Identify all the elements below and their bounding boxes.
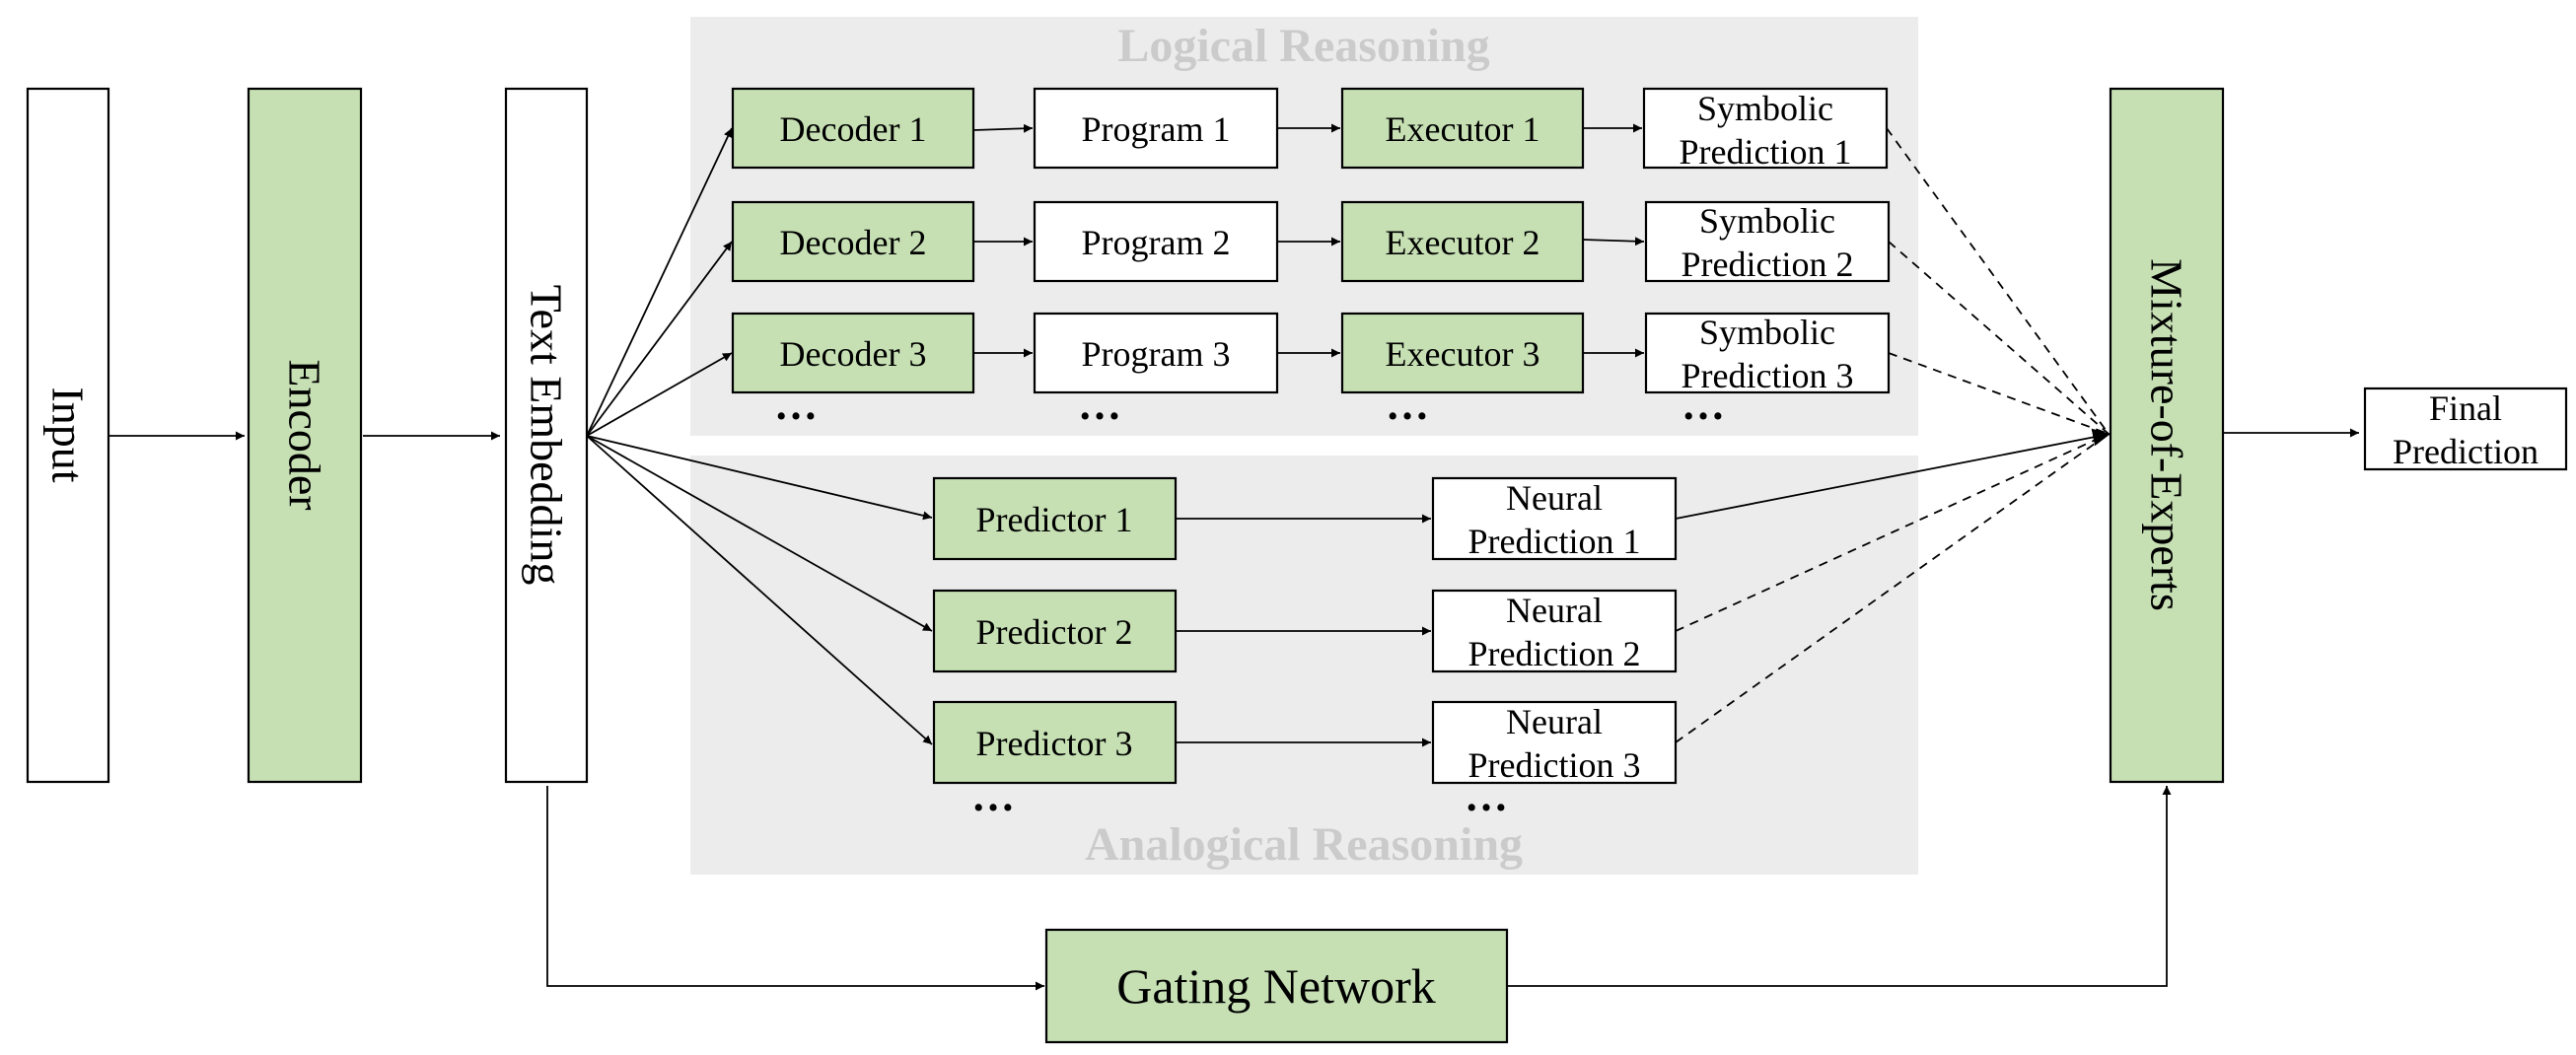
program-1-label: Program 1	[1082, 109, 1231, 149]
edge-executor-symbolic-2	[1582, 237, 1645, 246]
edge-symbolic-3-moe	[1888, 352, 2110, 435]
neural-prediction-1-box	[1431, 476, 1678, 561]
symbolic-prediction-3-box	[1644, 312, 1891, 394]
symbolic-prediction-2-line-2: Prediction 2	[1682, 245, 1854, 284]
gating-network-label: Gating Network	[1116, 958, 1436, 1014]
symbolic-prediction-1-box	[1642, 87, 1889, 170]
symbolic-prediction-1-line-2: Prediction 1	[1680, 132, 1852, 172]
decoder-3-box	[731, 312, 975, 394]
edge-embedding-gating	[546, 786, 1044, 991]
edge-embedding-decoder-2	[586, 241, 733, 437]
encoder-label: Encoder	[280, 359, 330, 510]
mixture-of-experts-box	[2109, 87, 2225, 784]
executor-1-box	[1340, 87, 1585, 170]
mixture-of-experts-label: Mixture-of-Experts	[2142, 258, 2192, 611]
program-3-label: Program 3	[1082, 334, 1231, 374]
executor-2-label: Executor 2	[1386, 223, 1540, 262]
text-embedding-box	[504, 87, 589, 784]
neural-prediction-2-box	[1431, 589, 1678, 673]
program-2-box	[1033, 200, 1279, 283]
predictor-2-label: Predictor 2	[976, 612, 1133, 652]
gating-network-box	[1044, 928, 1509, 1044]
edge-symbolic-1-moe	[1886, 127, 2110, 435]
logical-reasoning-title: Logical Reasoning	[1117, 20, 1489, 72]
executor-2-box	[1340, 200, 1585, 283]
predictor-3-box	[932, 700, 1178, 785]
neural-prediction-3-line-1: Neural	[1506, 702, 1603, 741]
symbolic-prediction-3-line-2: Prediction 3	[1682, 356, 1854, 395]
edge-neural-2-moe	[1675, 433, 2110, 632]
edge-embedding-predictor-2	[586, 435, 933, 632]
edge-embedding-decoder-1	[586, 127, 733, 437]
neural-ellipsis: …	[1465, 772, 1514, 820]
decoder-2-box	[731, 200, 975, 283]
program-3-box	[1033, 312, 1279, 394]
decoder-1-label: Decoder 1	[780, 109, 927, 149]
edge-decoder-program-1	[972, 123, 1034, 133]
symbolic-ellipsis: …	[1682, 381, 1731, 429]
edge-embedding-predictor-3	[586, 435, 933, 745]
decoder-2-label: Decoder 2	[780, 223, 927, 262]
predictor-3-label: Predictor 3	[976, 724, 1133, 763]
predictor-ellipsis: …	[971, 772, 1021, 820]
analogical-reasoning-panel	[690, 456, 1918, 875]
neural-prediction-3-line-2: Prediction 3	[1468, 745, 1641, 785]
final-prediction-box	[2363, 387, 2568, 471]
input-label: Input	[43, 387, 94, 482]
executor-ellipsis: …	[1386, 381, 1435, 429]
edge-neural-1-moe	[1675, 428, 2111, 520]
neural-prediction-2-line-2: Prediction 2	[1468, 634, 1641, 673]
symbolic-prediction-2-line-1: Symbolic	[1699, 201, 1835, 241]
program-2-label: Program 2	[1082, 223, 1231, 262]
edge-neural-3-moe	[1675, 433, 2110, 743]
final-prediction-line-1: Final	[2429, 388, 2502, 428]
predictor-1-label: Predictor 1	[976, 500, 1133, 539]
decoder-1-box	[731, 87, 975, 170]
edge-embedding-predictor-1	[586, 435, 933, 521]
executor-3-box	[1340, 312, 1585, 394]
program-1-box	[1033, 87, 1279, 170]
predictor-1-box	[932, 476, 1178, 561]
neural-prediction-1-line-1: Neural	[1506, 478, 1603, 518]
analogical-reasoning-title: Analogical Reasoning	[1085, 818, 1523, 871]
symbolic-prediction-3-line-1: Symbolic	[1699, 313, 1835, 352]
predictor-2-box	[932, 589, 1178, 673]
executor-1-label: Executor 1	[1386, 109, 1540, 149]
executor-3-label: Executor 3	[1386, 334, 1540, 374]
edge-symbolic-2-moe	[1888, 241, 2110, 435]
edge-gating-moe	[1507, 786, 2172, 987]
final-prediction-line-2: Prediction	[2393, 432, 2539, 471]
neural-prediction-1-line-2: Prediction 1	[1468, 522, 1641, 561]
symbolic-prediction-2-box	[1644, 200, 1891, 283]
symbolic-prediction-1-line-1: Symbolic	[1697, 89, 1833, 128]
edge-embedding-decoder-3	[586, 352, 733, 437]
encoder-box	[247, 87, 363, 784]
input-box	[26, 87, 110, 784]
decoder-ellipsis: …	[774, 381, 823, 429]
text-embedding-label: Text Embedding	[522, 285, 572, 586]
program-ellipsis: …	[1078, 381, 1127, 429]
decoder-3-label: Decoder 3	[780, 334, 927, 374]
neural-prediction-3-box	[1431, 700, 1678, 785]
neural-prediction-2-line-1: Neural	[1506, 591, 1603, 630]
